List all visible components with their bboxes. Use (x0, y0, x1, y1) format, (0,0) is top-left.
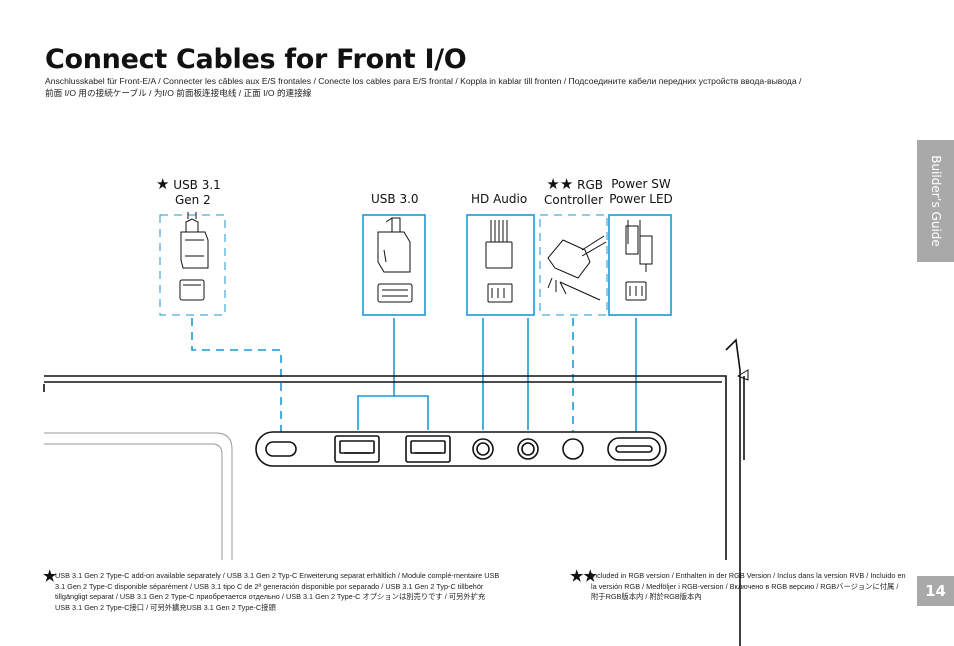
label-rgb-line1: RGB (577, 178, 603, 192)
label-usb30: USB 3.0 (371, 192, 419, 207)
label-power-line2: Power LED (609, 192, 673, 206)
subtitle-line-2: 前面 I/O 用の接続ケーブル / 为I/O 前面板连接电线 / 正面 I/O … (45, 88, 312, 98)
star-marker: ★★ (546, 175, 574, 193)
footnote-marker-single: ★ (43, 568, 57, 585)
usb-c-port-icon (265, 441, 297, 457)
label-usb31: ★ USB 3.1 Gen 2 (156, 177, 221, 208)
label-hdaudio-line1: HD Audio (471, 192, 528, 206)
audio-jack-icon (517, 438, 539, 460)
power-cable-icon (625, 220, 653, 301)
page-number: 14 (917, 576, 954, 606)
power-box (608, 214, 672, 316)
rgb-box (539, 214, 608, 316)
usb30-cable-icon (377, 217, 413, 303)
side-tab-label: Builder’s Guide (929, 155, 943, 247)
label-power: Power SW Power LED (607, 177, 675, 207)
connection-lines (191, 318, 637, 432)
label-rgb: ★★ RGB Controller (533, 177, 603, 208)
footnote-single: USB 3.1 Gen 2 Type-C add-on available se… (55, 571, 500, 612)
subtitle-line-1: Anschlusskabel für Front-E/A / Connecter… (45, 76, 802, 86)
audio-jack-icon (472, 438, 494, 460)
footnote-marker-double: ★★ (570, 568, 597, 585)
label-usb31-line2: Gen 2 (175, 193, 211, 207)
usb-a-port-icon (405, 435, 451, 463)
usb31-cable-icon (179, 212, 209, 301)
usb30-line (357, 395, 429, 430)
page-subtitle: Anschlusskabel für Front-E/A / Connecter… (45, 75, 915, 99)
usb31-box (159, 214, 226, 316)
usb31-line (191, 318, 282, 432)
side-tab (917, 140, 954, 262)
star-marker: ★ (156, 175, 170, 193)
footnote-double: Included in RGB version / Enthalten in d… (591, 571, 906, 601)
label-usb30-line1: USB 3.0 (371, 192, 419, 206)
power-button-icon (607, 437, 661, 461)
label-hdaudio: HD Audio (471, 192, 527, 207)
label-rgb-line2: Controller (543, 193, 603, 207)
rgb-cable-icon (547, 235, 607, 301)
rgb-button-icon (562, 438, 584, 460)
chassis (43, 338, 749, 646)
page-title: Connect Cables for Front I/O (45, 44, 467, 75)
usb-a-port-icon (334, 435, 380, 463)
hdaudio-box (466, 214, 535, 316)
label-power-line1: Power SW (611, 177, 671, 191)
hdaudio-cable-icon (485, 220, 513, 303)
usb30-box (362, 214, 426, 316)
label-usb31-line1: USB 3.1 (173, 178, 221, 192)
